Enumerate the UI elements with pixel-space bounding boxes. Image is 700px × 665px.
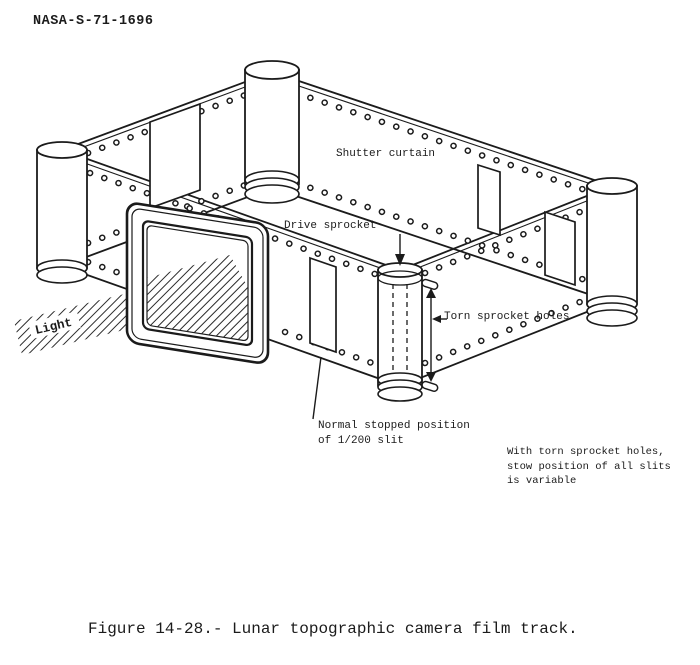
right-roller — [586, 177, 638, 327]
figure-caption: Figure 14-28.- Lunar topographic camera … — [88, 620, 578, 638]
stow-position-note: With torn sprocket holes, stow position … — [507, 446, 671, 488]
normal-stopped-position-label: Normal stopped position of 1/200 slit — [318, 420, 470, 448]
slit-rear-right-a — [477, 163, 501, 237]
torn-sprocket-holes-label: Torn sprocket holes — [444, 311, 570, 323]
sprocket-peg-bottom — [421, 380, 439, 393]
curtain-slits — [149, 102, 576, 354]
film-track-drawing: Light — [14, 60, 638, 420]
shutter-curtain-label: Shutter curtain — [336, 148, 436, 160]
sprocket-peg-top — [421, 278, 439, 291]
left-roller — [36, 141, 88, 284]
film-track-diagram: Light — [14, 60, 671, 488]
slit-rear-right-b — [544, 210, 576, 287]
slit-front-1-200 — [309, 256, 337, 354]
annotation-arrows — [312, 234, 447, 420]
drive-sprocket-roller — [377, 262, 439, 402]
back-roller — [244, 60, 300, 204]
document-number: NASA-S-71-1696 — [33, 14, 154, 29]
drive-sprocket-label: Drive sprocket — [284, 220, 377, 232]
slit-rear-left — [149, 102, 201, 210]
